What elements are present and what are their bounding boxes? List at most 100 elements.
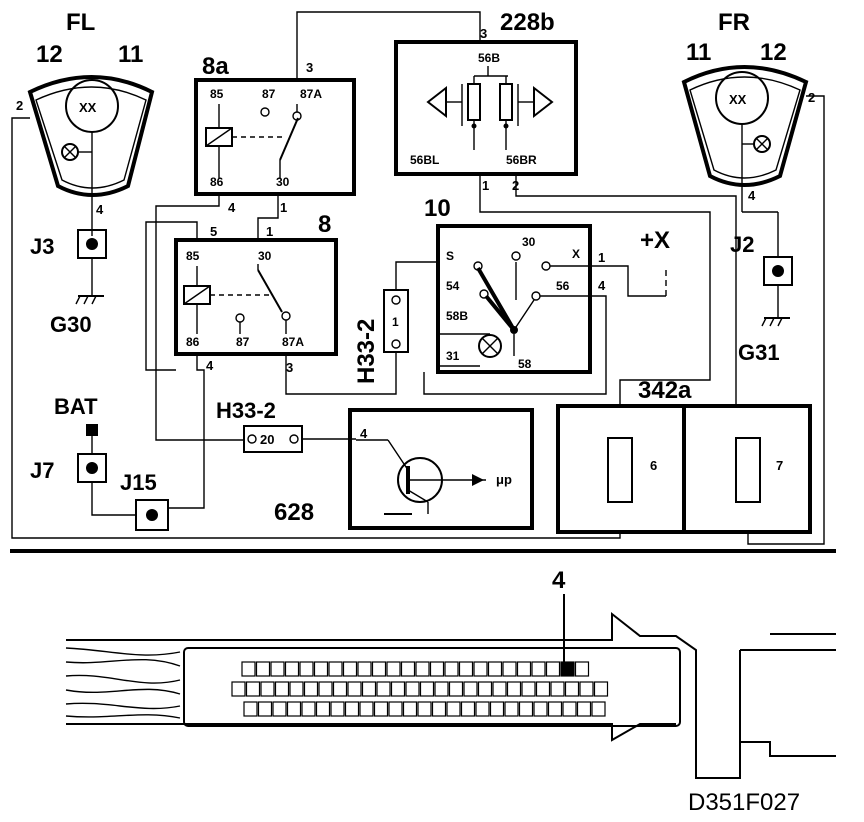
connector-pin — [429, 661, 445, 677]
h33-horizontal-pin-20: 20 — [260, 432, 274, 447]
connector-pin — [386, 661, 401, 677]
fr-pin-12: 12 — [760, 39, 787, 66]
j2-label: J2 — [730, 232, 754, 257]
connector-pin — [313, 661, 329, 677]
relay-8a-ext-3: 3 — [306, 60, 313, 75]
connector-pin — [448, 681, 464, 697]
connector-pin — [272, 701, 287, 717]
connector-pin — [286, 701, 302, 717]
connector-pin — [303, 681, 319, 697]
ecu-628 — [348, 408, 534, 530]
flasher-pin-56bl: 56BL — [410, 153, 439, 167]
connector-pin — [243, 701, 258, 717]
relay-8-ext-5: 5 — [210, 224, 217, 239]
svg-text:XX: XX — [729, 92, 747, 107]
fuse-box-342a-label: 342a — [638, 377, 692, 404]
connector-pin — [255, 661, 271, 677]
supply-plus-x: +X — [640, 227, 670, 254]
connector-pin — [487, 661, 503, 677]
connector-pin — [284, 661, 300, 677]
connector-pin — [415, 661, 430, 677]
switch-pin-58: 58 — [518, 357, 532, 371]
switch-10 — [436, 224, 592, 374]
connector-pin — [521, 681, 536, 697]
connector-pin — [359, 701, 374, 717]
switch-ext-4: 4 — [598, 278, 606, 293]
connector-pin — [518, 701, 534, 717]
connector-pin — [475, 701, 490, 717]
fr-label: FR — [718, 9, 750, 36]
ground-g31-icon — [761, 317, 790, 327]
flasher-resistor-right-icon — [499, 83, 513, 121]
connector-pin — [301, 701, 316, 717]
connector-body — [183, 647, 681, 727]
relay-8a-pin-87a: 87A — [300, 87, 322, 101]
connector-pin — [444, 661, 459, 677]
connector-pin — [371, 661, 387, 677]
flasher-pin-56br: 56BR — [506, 153, 537, 167]
connector-pin — [547, 701, 563, 717]
switch-pin-31: 31 — [446, 349, 460, 363]
connector-pin — [576, 701, 592, 717]
connector-pin — [489, 701, 505, 717]
connector-pin — [502, 661, 517, 677]
connector-pin — [342, 661, 358, 677]
front-left-lamp: XX — [27, 75, 155, 236]
bat-label: BAT — [54, 394, 98, 419]
connector-pin — [434, 681, 449, 697]
connector-pin — [315, 701, 331, 717]
j7-label: J7 — [30, 458, 54, 483]
connector-pin — [388, 701, 403, 717]
switch-pin-30: 30 — [522, 235, 536, 249]
j3-label: J3 — [30, 234, 54, 259]
switch-ext-1: 1 — [598, 250, 605, 265]
switch-lamp-icon — [478, 334, 502, 358]
connector-pin — [564, 681, 580, 697]
flasher-ext-1: 1 — [482, 178, 489, 193]
connector-pin — [274, 681, 290, 697]
connector-pin — [390, 681, 406, 697]
g31-label: G31 — [738, 340, 780, 365]
connector-pin — [405, 681, 420, 697]
connector-pin — [347, 681, 362, 697]
relay-8a-pin-85: 85 — [210, 87, 224, 101]
connector-pin — [591, 701, 606, 717]
relay-8-ext-3: 3 — [286, 360, 293, 375]
flasher-228b-label: 228b — [500, 9, 555, 36]
right-arrow-icon — [533, 85, 554, 119]
left-arrow-icon — [426, 85, 447, 119]
fl-pin-12: 12 — [36, 41, 63, 68]
connector-pin — [431, 701, 447, 717]
connector-pin — [289, 681, 304, 697]
relay-8-pin-87: 87 — [236, 335, 250, 349]
connector-pin — [473, 661, 488, 677]
connector-pin — [579, 681, 594, 697]
connector-pin — [357, 661, 372, 677]
connector-pin — [260, 681, 275, 697]
flasher-resistor-left-icon — [467, 83, 481, 121]
flasher-ext-3: 3 — [480, 26, 487, 41]
connector-pin — [463, 681, 478, 697]
connector-pin — [535, 681, 551, 697]
relay-8-pin-85: 85 — [186, 249, 200, 263]
relay-8-ext-1: 1 — [266, 224, 273, 239]
battery-terminal-icon — [86, 424, 98, 436]
connector-pin — [516, 661, 532, 677]
fuse-6-label: 6 — [650, 458, 657, 473]
flasher-pin-56b: 56B — [478, 51, 500, 65]
g30-label: G30 — [50, 312, 92, 337]
connector-pin — [332, 681, 348, 697]
connector-pin — [417, 701, 432, 717]
wire-bundle-icon — [65, 647, 181, 719]
relay-8-label: 8 — [318, 211, 331, 238]
relay-8a-ext-4: 4 — [228, 200, 236, 215]
j15-label: J15 — [120, 470, 157, 495]
switch-10-label: 10 — [424, 195, 451, 222]
fuse-7-label: 7 — [776, 458, 783, 473]
connector-pin — [400, 661, 416, 677]
svg-text:XX: XX — [79, 100, 97, 115]
switch-pin-58b: 58B — [446, 309, 468, 323]
switch-pin-54: 54 — [446, 279, 460, 293]
